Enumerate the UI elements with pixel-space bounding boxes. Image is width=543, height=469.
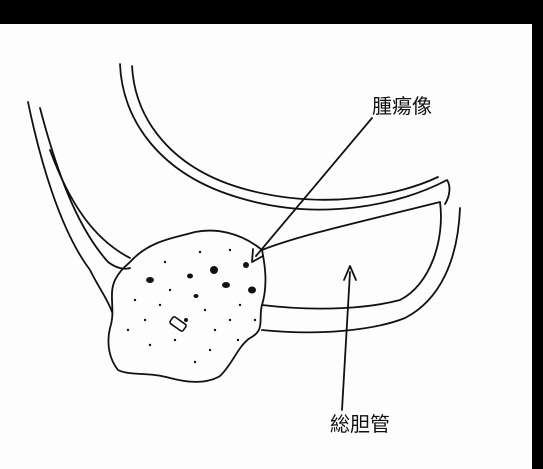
common-bile-duct-label: 総胆管 [330, 414, 390, 434]
tumor-image-label: 腫瘍像 [372, 96, 432, 116]
paper-background [0, 24, 532, 469]
